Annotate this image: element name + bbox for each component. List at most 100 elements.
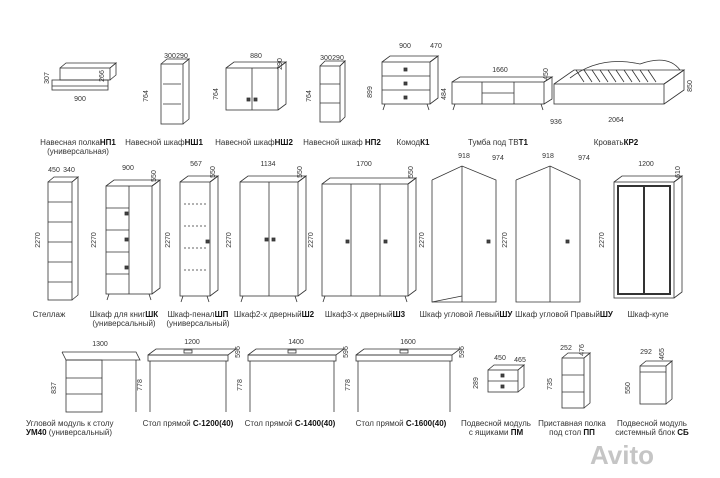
caption-nsh1: Навесной шкафНШ1 <box>122 138 206 147</box>
caption-name: Шкаф3-х дверный <box>324 310 393 319</box>
front-face <box>639 365 667 405</box>
caption-s1600: Стол прямой С-1600(40) <box>348 419 454 428</box>
dim-height: 735 <box>547 378 554 390</box>
leg <box>180 295 184 303</box>
dim-height: 899 <box>367 86 374 98</box>
bed-slat <box>583 69 593 83</box>
dim-height: 2270 <box>502 232 509 248</box>
side-face <box>277 61 287 111</box>
caption-name: Шкаф-купе <box>627 310 669 319</box>
caption-code: Т1 <box>518 138 528 147</box>
corner-wardrobe-shell <box>431 165 497 303</box>
caption-np1: Навесная полкаНП1 (универсальная) <box>28 138 128 156</box>
side-face <box>407 177 417 297</box>
door-handle <box>500 373 505 378</box>
door-handle <box>124 237 129 242</box>
side-face <box>209 175 219 297</box>
caption-um40: Угловой модуль к столу УМ40 (универсальн… <box>26 419 134 437</box>
caption-t1: Тумба под ТВТ1 <box>452 138 544 147</box>
dim-height: 778 <box>345 379 352 391</box>
caption-stellazh: Стеллаж <box>20 310 78 319</box>
caption-pp: Приставная полка под стол ПП <box>532 419 612 437</box>
dim-width: 1300 <box>92 341 108 348</box>
side-face <box>182 58 190 125</box>
caption-code: НШ1 <box>184 138 203 147</box>
caption-code: УМ40 <box>26 428 47 437</box>
caption-sub: с ящиками <box>468 428 509 437</box>
bed-headboard <box>569 59 681 79</box>
dim-width: 900 <box>399 43 411 50</box>
dim-depth: 936 <box>550 119 562 126</box>
bed-slat <box>631 69 641 83</box>
caption-code: С-1200(40) <box>192 419 234 428</box>
caption-kupe: Шкаф-купе <box>616 310 680 319</box>
dim-width: 1700 <box>356 161 372 168</box>
dim-depth: 550 <box>297 166 304 178</box>
dim-width: 2064 <box>608 117 624 124</box>
caption-code: НП2 <box>364 138 381 147</box>
dim-height: 2270 <box>91 232 98 248</box>
dim-height: 2270 <box>35 232 42 248</box>
front-face <box>319 65 341 123</box>
caption-name: Навесной шкаф <box>125 138 185 147</box>
bed-slat <box>575 69 585 83</box>
caption-shu-right: Шкаф угловой ПравыйШУ <box>512 310 616 319</box>
door-handle <box>500 384 505 389</box>
bed-slat <box>639 69 649 83</box>
desk-apron <box>355 354 453 362</box>
side-face <box>663 69 685 105</box>
dim-height: 307 <box>44 72 51 84</box>
top-face <box>59 62 118 69</box>
caption-sub: (универсальный) <box>48 428 112 437</box>
avito-watermark: Avito <box>590 440 715 474</box>
dim-depth: 596 <box>235 346 242 358</box>
caption-name: Шкаф-пенал <box>167 310 215 319</box>
pedestal <box>65 359 103 413</box>
side-face <box>151 179 161 295</box>
caption-shu-left: Шкаф угловой ЛевыйШУ <box>414 310 518 319</box>
caption-sub: (универсальная) <box>47 147 109 156</box>
dim-height: 289 <box>473 377 480 389</box>
side-face <box>583 352 591 409</box>
dim-height: 778 <box>237 379 244 391</box>
caption-name: Комод <box>396 138 421 147</box>
dim-depth: 476 <box>579 344 586 356</box>
dim-width: 900 <box>122 165 134 172</box>
side-face <box>71 176 79 301</box>
desk-top <box>61 351 141 361</box>
bed-slat <box>647 69 657 83</box>
caption-name: Навесной шкаф <box>215 138 275 147</box>
leg <box>322 295 326 303</box>
caption-code: ПП <box>583 428 595 437</box>
caption-sh3: Шкаф3-х дверныйШ3 <box>316 310 414 319</box>
dim-depth: 550 <box>151 170 158 182</box>
dim-depth: 290 <box>277 58 284 70</box>
dim-width: 1400 <box>288 339 304 346</box>
dim-width: 300 <box>320 55 332 62</box>
front-face <box>47 181 73 301</box>
dim-depth: 266 <box>99 70 106 82</box>
dim-height: 764 <box>143 90 150 102</box>
caption-np2: Навесной шкаф НП2 <box>298 138 386 147</box>
leg <box>294 295 298 303</box>
caption-name: Приставная полка <box>538 419 606 428</box>
caption-name: Кровать <box>593 138 624 147</box>
dim-depth: 974 <box>578 155 590 162</box>
dim-depth: 550 <box>210 166 217 178</box>
dim-depth: 465 <box>514 357 526 364</box>
caption-name: Стол прямой <box>244 419 293 428</box>
dim-depth: 470 <box>430 43 442 50</box>
front-face <box>561 357 585 409</box>
side-face <box>673 175 683 299</box>
corner-wardrobe-shell <box>515 165 581 303</box>
dim-width: 300 <box>164 53 176 60</box>
dim-depth: 290 <box>332 55 344 62</box>
bed-slat <box>623 69 633 83</box>
leg <box>426 103 430 111</box>
dim-width: 1660 <box>492 67 508 74</box>
top-face <box>381 55 440 63</box>
leg <box>382 103 386 111</box>
caption-code: НШ2 <box>274 138 293 147</box>
front-face <box>613 181 675 299</box>
dim-height: 764 <box>213 88 220 100</box>
